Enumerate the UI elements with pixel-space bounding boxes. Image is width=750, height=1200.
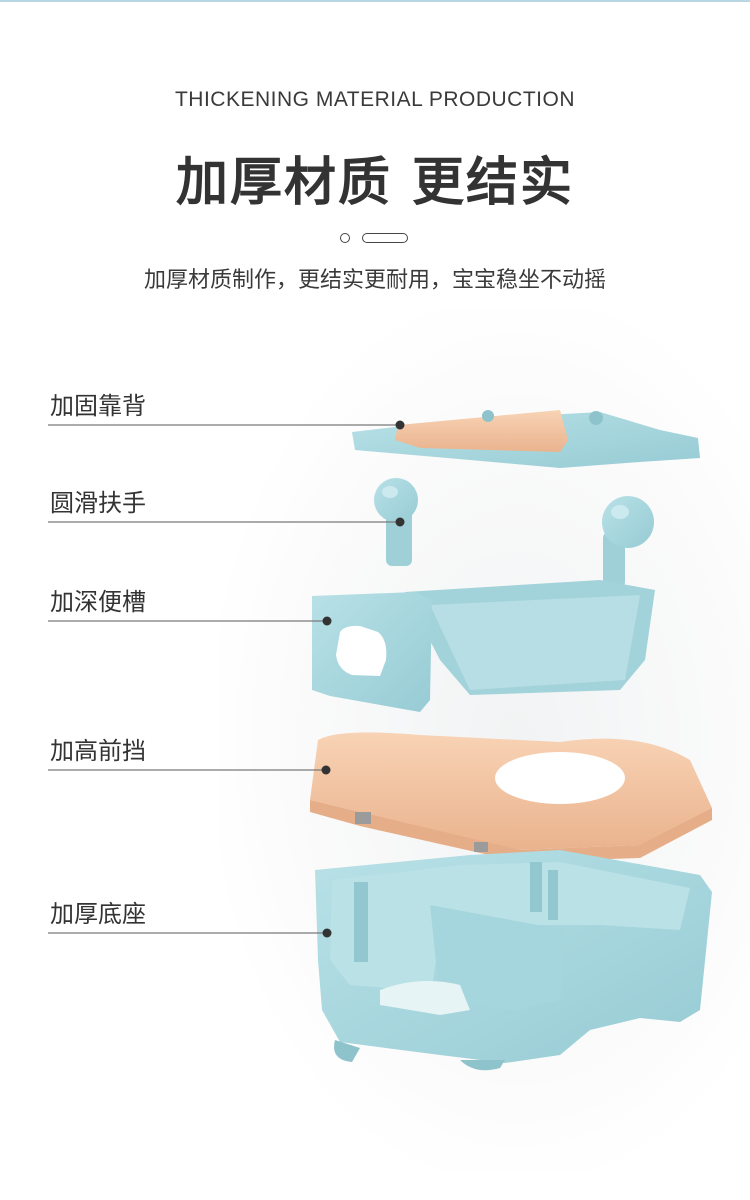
ornament-circle-icon (340, 233, 350, 243)
description-text: 加厚材质制作，更结实更耐用，宝宝稳坐不动摇 (143, 268, 606, 293)
page-title: 加厚材质 更结实 (175, 153, 575, 213)
callout-bowl-label: 加深便槽 (50, 588, 146, 616)
callout-base-label: 加厚底座 (50, 900, 146, 928)
front-guard-part (310, 732, 712, 862)
leader-lines (48, 420, 405, 938)
left-armrest-part (374, 478, 418, 566)
callout-armrest-label: 圆滑扶手 (50, 489, 146, 517)
bowl-part (312, 580, 655, 712)
callout-backrest-label: 加固靠背 (50, 392, 146, 420)
right-armrest-part (602, 496, 654, 588)
backrest-part (352, 410, 700, 468)
base-part (315, 850, 712, 1071)
english-subtitle: THICKENING MATERIAL PRODUCTION (174, 88, 576, 111)
title-ornament (340, 231, 412, 245)
ornament-pill-icon (362, 233, 408, 243)
callout-front-guard-label: 加高前挡 (50, 737, 146, 765)
top-divider (0, 0, 750, 2)
